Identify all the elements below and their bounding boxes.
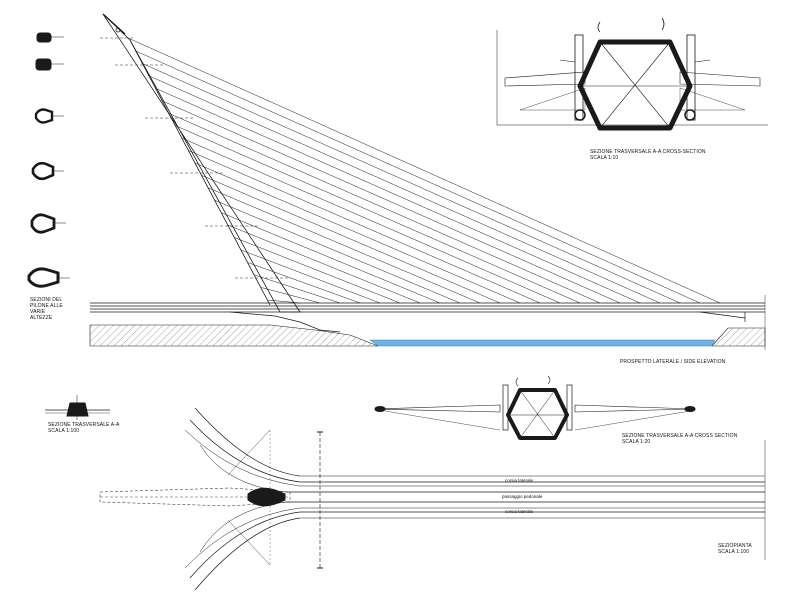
cross-section-mid-label: SEZIONE TRASVERSALE A-A CROSS SECTION SC… (622, 433, 737, 445)
pylon-sections-label-line1: SEZIONI DEL (30, 297, 63, 303)
plan-scale: SCALA 1:100 (718, 549, 750, 555)
ground-left (89, 324, 379, 347)
cable-stay (207, 187, 481, 304)
pylon-sections-label-line4: ALTEZZE (30, 315, 53, 321)
cross-section-small (45, 395, 110, 420)
plan-lane-middle: passaggio pedonale (502, 494, 543, 499)
pylon-section-4 (31, 161, 64, 181)
cross-section-small-label: SEZIONE TRASVERSALE A-A SCALA 1:100 (48, 422, 119, 434)
cable-stay (187, 150, 541, 304)
cross-section-large (496, 17, 768, 131)
river-water (369, 339, 716, 347)
cable-stay (254, 274, 341, 304)
cable-stay (147, 75, 661, 304)
cross-section-small-scale: SCALA 1:100 (48, 428, 80, 434)
pylon (102, 13, 301, 313)
side-elevation (89, 13, 766, 347)
plan-label: SEZIOPIANTA SCALA 1:100 (718, 543, 752, 555)
plan-lane-top: corsia laterale (505, 478, 534, 483)
pylon-section-2 (35, 58, 64, 71)
cross-section-mid (374, 375, 696, 440)
cross-section-mid-title: SEZIONE TRASVERSALE A-A CROSS SECTION (622, 433, 738, 439)
cable-stay (181, 137, 561, 304)
side-elevation-label: PROSPETTO LATERALE / SIDE ELEVATION (620, 359, 726, 365)
cross-section-large-scale: SCALA 1:10 (590, 155, 619, 161)
bridge-deck (90, 302, 765, 333)
cable-stay (161, 100, 621, 304)
pylon-sections-label: SEZIONI DEL PILONE ALLE VARIE ALTEZZE (30, 297, 63, 321)
cable-stay (174, 125, 581, 304)
cable-stay (134, 50, 701, 304)
plan-title: SEZIOPIANTA (718, 543, 752, 549)
pylon-section-6 (27, 267, 70, 288)
level-marks (100, 37, 290, 279)
ground-right (711, 327, 766, 347)
cable-stay (167, 112, 601, 304)
cable-stay (227, 224, 421, 304)
cable-stay (154, 87, 641, 304)
cable-stay (127, 37, 721, 304)
cable-stay (267, 299, 301, 304)
plan-lane-bottom: corsia laterale (505, 509, 534, 514)
pylon-sections-label-line3: VARIE (30, 309, 46, 315)
cross-section-small-title: SEZIONE TRASVERSALE A-A (48, 422, 120, 428)
cable-stay (247, 262, 361, 304)
cable-stay (141, 62, 681, 304)
cable-stay (201, 174, 501, 304)
cable-stays (127, 37, 721, 304)
cable-stay (234, 237, 401, 304)
cross-section-large-title: SEZIONE TRASVERSALE A-A CROSS-SECTION (590, 149, 706, 155)
pylon-sections-label-line2: PILONE ALLE (30, 303, 63, 309)
pylon-section-5 (30, 213, 66, 234)
cable-stay (241, 249, 381, 304)
pylon-section-1 (36, 32, 64, 43)
pylon-sections (27, 32, 70, 288)
pylon-section-3 (34, 108, 64, 124)
cross-section-mid-scale: SCALA 1:20 (622, 439, 651, 445)
cable-stay (221, 212, 441, 304)
cable-stay (214, 199, 461, 304)
plan-view (99, 407, 765, 591)
cable-stay (261, 287, 321, 304)
cable-stay (194, 162, 521, 304)
cross-section-large-label: SEZIONE TRASVERSALE A-A CROSS-SECTION SC… (590, 149, 706, 161)
